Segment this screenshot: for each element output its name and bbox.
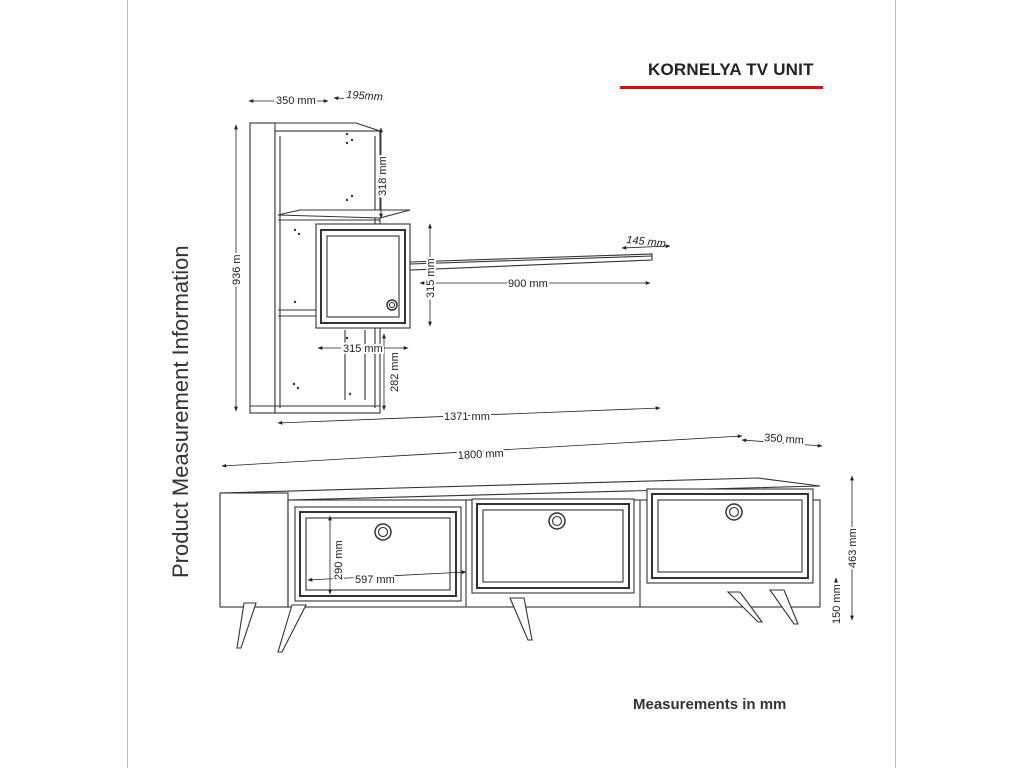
- dim-lower-height: 282 mm: [389, 352, 401, 392]
- dim-tv-height: 463 mm: [847, 528, 859, 568]
- dim-tv-depth: 350 mm: [764, 432, 804, 447]
- dim-leg-height: 150 mm: [831, 584, 843, 624]
- dim-shelf-depth: 350 mm: [276, 95, 316, 107]
- shelf-dimension-labels: 350 mm 195mm 318 mm 936 m 145 mm 315 mm …: [229, 87, 667, 425]
- tv-unit-legs: [236, 589, 799, 653]
- shelf-cabinet-door: [315, 223, 411, 329]
- dim-tv-width: 1800 mm: [458, 448, 504, 462]
- measurement-note: Measurements in mm: [633, 696, 787, 713]
- tv-drawer-right: [646, 488, 814, 584]
- tv-drawer-middle: [471, 498, 635, 594]
- drawing-frame: [127, 0, 896, 768]
- dim-arm-length: 900 mm: [508, 278, 548, 290]
- dim-shelf-total-width: 1371 mm: [444, 411, 490, 423]
- dim-shelf-total-height: 936 m: [231, 254, 243, 285]
- title-underline: [620, 86, 823, 89]
- dim-door-width: 315 mm: [343, 343, 383, 355]
- dim-drawer-width: 597 mm: [355, 574, 395, 586]
- dim-shelf-width: 195mm: [346, 89, 383, 104]
- dim-arm-depth: 145 mm: [626, 234, 667, 250]
- tv-drawer-left: [294, 506, 462, 602]
- tv-dimension-labels: 1800 mm 350 mm 463 mm 290 mm 597 mm 150 …: [331, 430, 861, 626]
- dim-drawer-height: 290 mm: [333, 540, 345, 580]
- dim-compartment-height: 318 mm: [377, 156, 389, 196]
- product-title: KORNELYA TV UNIT: [648, 60, 814, 79]
- dim-door-height: 315 mm: [425, 258, 437, 298]
- arm-shelf: [409, 253, 653, 271]
